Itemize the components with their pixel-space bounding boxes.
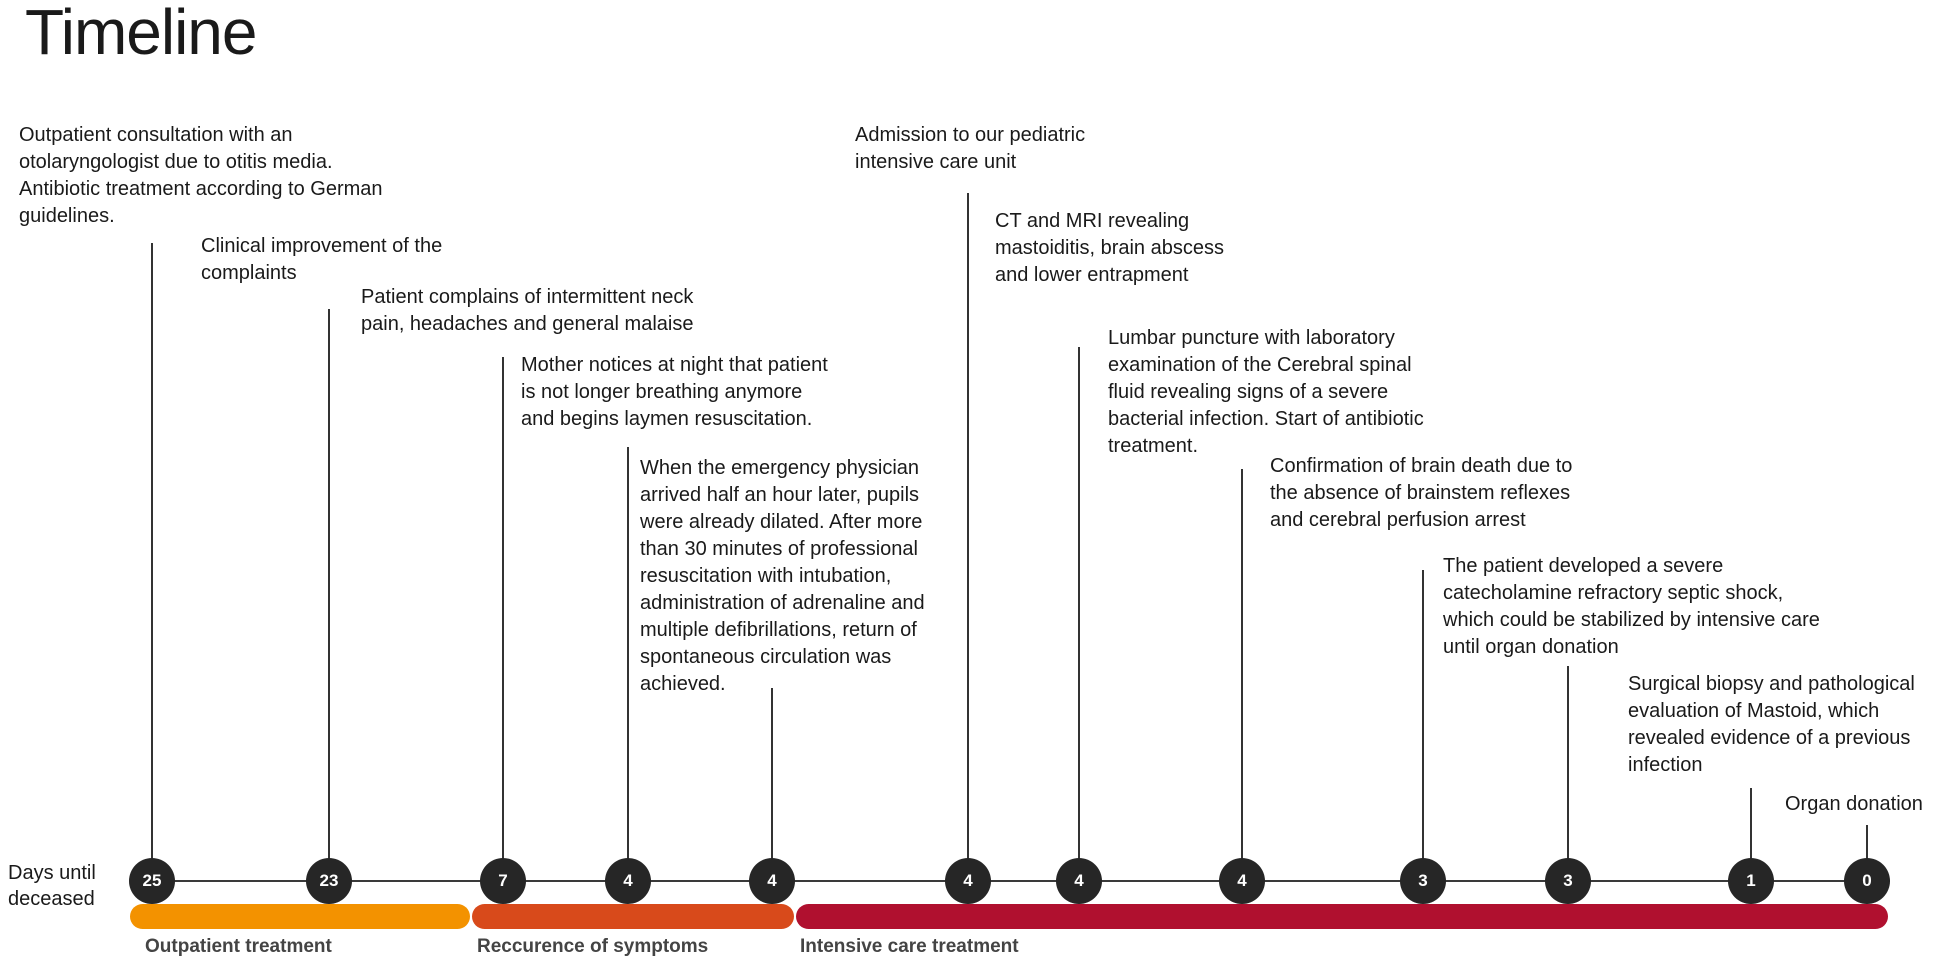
phase-bar-recurrence <box>472 904 794 929</box>
event-text-5: When the emergency physician arrived hal… <box>640 457 925 695</box>
phase-label-intensive-care: Intensive care treatment <box>800 936 1019 957</box>
day-node-12: 0 <box>1844 858 1890 904</box>
event-text-3: Patient complains of intermittent neck p… <box>361 286 694 335</box>
phase-bar-intensive-care <box>796 904 1888 929</box>
connector-line-2 <box>328 309 330 860</box>
event-text-4: Mother notices at night that patient is … <box>521 354 828 430</box>
day-node-9: 3 <box>1400 858 1446 904</box>
days-until-deceased-label: Days until deceased <box>8 862 96 910</box>
event-text-12: Organ donation <box>1785 793 1923 815</box>
event-text-7: CT and MRI revealing mastoiditis, brain … <box>995 210 1224 286</box>
event-text-1: Outpatient consultation with an otolaryn… <box>19 124 383 227</box>
connector-line-5 <box>771 688 773 860</box>
day-node-5: 4 <box>749 858 795 904</box>
event-text-8: Lumbar puncture with laboratory examinat… <box>1108 327 1424 457</box>
event-text-11: Surgical biopsy and pathological evaluat… <box>1628 673 1915 776</box>
event-text-9: Confirmation of brain death due to the a… <box>1270 455 1573 531</box>
phase-label-outpatient: Outpatient treatment <box>145 936 332 957</box>
day-node-10: 3 <box>1545 858 1591 904</box>
event-text-2: Clinical improvement of the complaints <box>201 235 443 284</box>
connector-line-4 <box>627 447 629 860</box>
connector-line-12 <box>1866 825 1868 860</box>
day-node-3: 7 <box>480 858 526 904</box>
day-node-2: 23 <box>306 858 352 904</box>
day-node-11: 1 <box>1728 858 1774 904</box>
day-node-1: 25 <box>129 858 175 904</box>
phase-label-recurrence: Reccurence of symptoms <box>477 936 709 957</box>
connector-line-6 <box>967 193 969 860</box>
connector-line-3 <box>502 357 504 860</box>
connector-line-7 <box>1078 347 1080 860</box>
day-node-6: 4 <box>945 858 991 904</box>
day-node-4: 4 <box>605 858 651 904</box>
connector-line-8 <box>1241 469 1243 860</box>
connector-line-9 <box>1422 570 1424 860</box>
day-node-7: 4 <box>1056 858 1102 904</box>
page-title: Timeline <box>25 0 257 68</box>
connector-line-1 <box>151 243 153 860</box>
timeline-axis <box>150 880 1890 882</box>
phase-bar-outpatient <box>130 904 470 929</box>
connector-line-10 <box>1567 666 1569 860</box>
connector-line-11 <box>1750 788 1752 860</box>
day-node-8: 4 <box>1219 858 1265 904</box>
event-text-6: Admission to our pediatric intensive car… <box>855 124 1086 173</box>
event-text-10: The patient developed a severe catechola… <box>1443 555 1820 658</box>
